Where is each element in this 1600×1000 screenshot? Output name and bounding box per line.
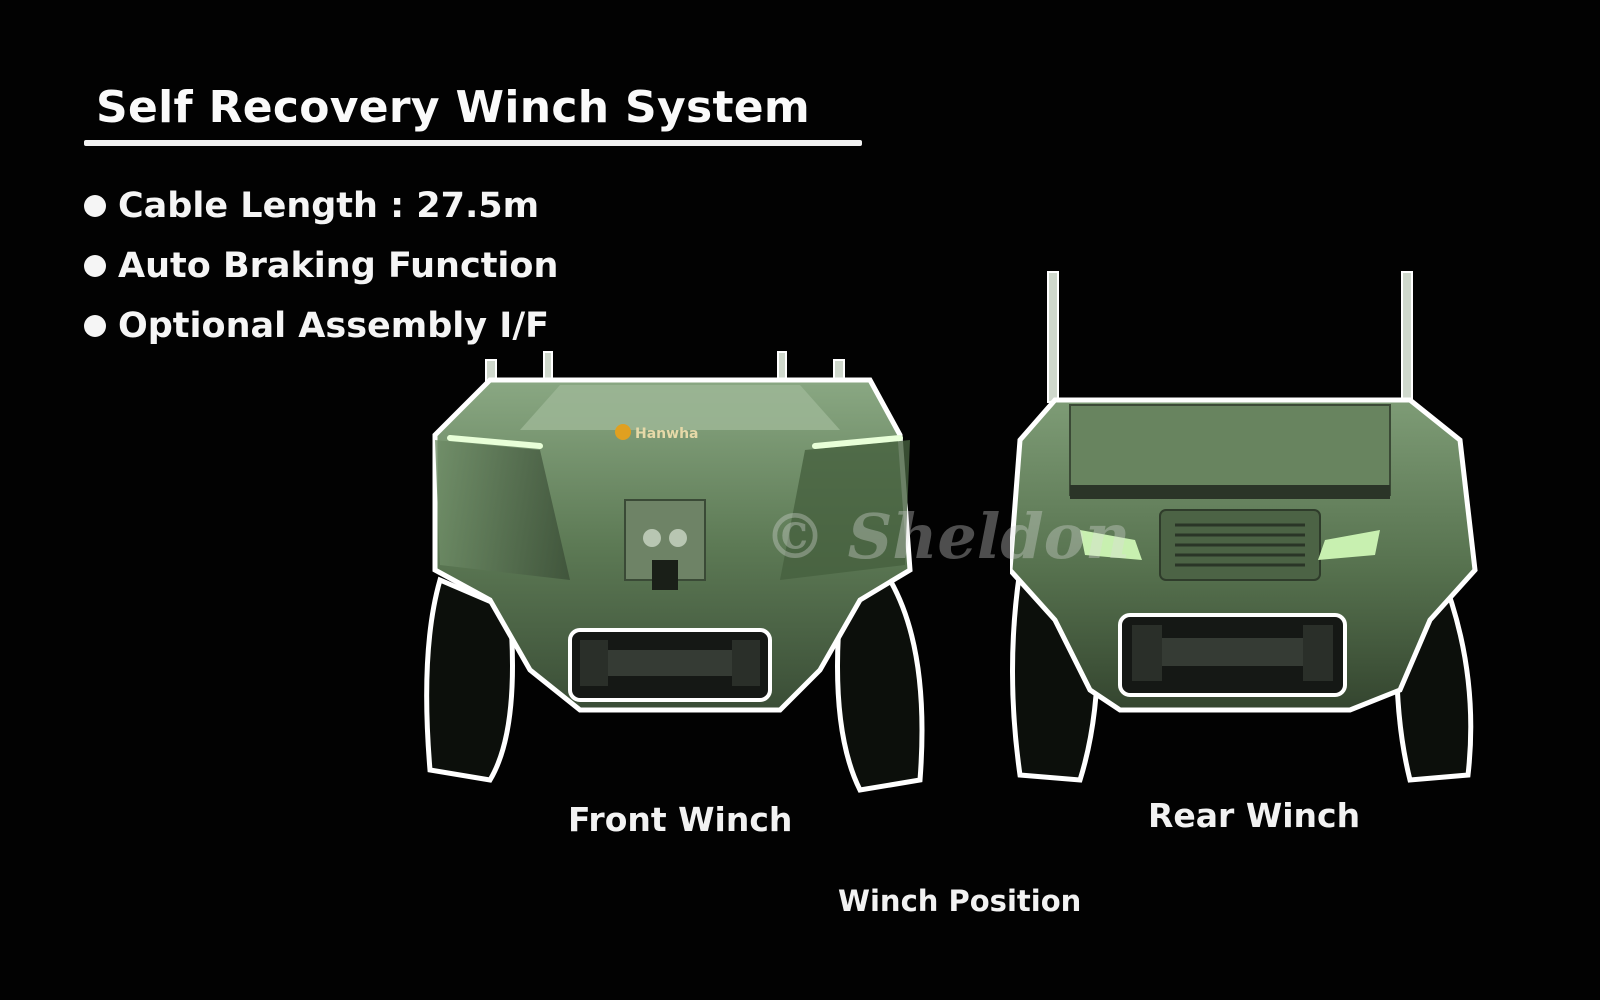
- vehicle-logo: Hanwha: [635, 426, 698, 442]
- bullet-icon: [84, 315, 106, 337]
- slide-title: Self Recovery Winch System: [96, 82, 811, 133]
- bullet-icon: [84, 195, 106, 217]
- rear-winch-icon: [1118, 613, 1347, 697]
- rear-vehicle-icon: [1010, 270, 1510, 800]
- winch-position-caption: Winch Position: [838, 884, 1082, 918]
- copyright-watermark: © Sheldon: [764, 500, 1131, 573]
- front-winch-caption: Front Winch: [568, 800, 793, 839]
- feature-list: Cable Length : 27.5m Auto Braking Functi…: [84, 176, 558, 356]
- title-underline: [84, 140, 862, 146]
- front-vehicle-icon: Hanwha: [420, 350, 940, 810]
- feature-optional-assembly: Optional Assembly I/F: [118, 306, 550, 346]
- bullet-icon: [84, 255, 106, 277]
- feature-auto-braking: Auto Braking Function: [118, 246, 559, 286]
- feature-cable-length: Cable Length : 27.5m: [118, 186, 540, 226]
- feature-item: Optional Assembly I/F: [84, 296, 558, 356]
- front-winch-icon: [568, 628, 772, 702]
- feature-item: Cable Length : 27.5m: [84, 176, 558, 236]
- rear-winch-caption: Rear Winch: [1148, 796, 1361, 835]
- feature-item: Auto Braking Function: [84, 236, 558, 296]
